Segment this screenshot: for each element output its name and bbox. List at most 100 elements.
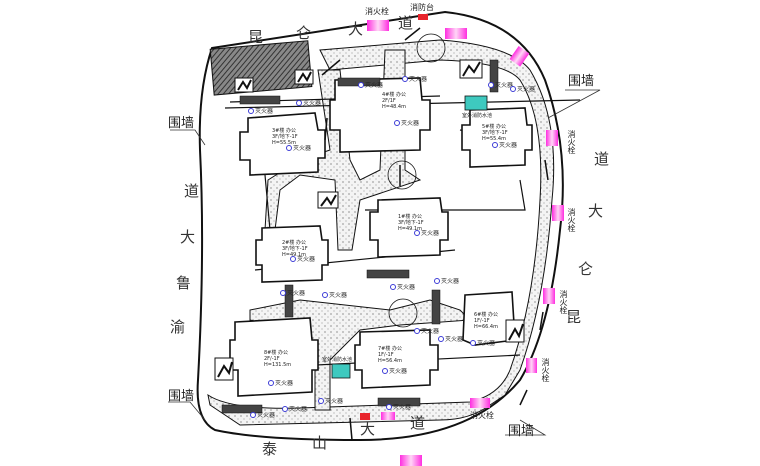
extinguisher-icon (414, 327, 420, 334)
road-south-char: 道 (410, 414, 426, 432)
fire-pool-north (464, 95, 488, 111)
extinguisher-marker: 灭火器 (268, 378, 293, 387)
fire-pool-label: 室外消防水池 (322, 357, 353, 363)
building-1-label: 1#楼 办公 3F/地下-1F H=49.1m (398, 214, 424, 232)
extinguisher-icon (290, 255, 296, 262)
extinguisher-icon (492, 141, 498, 148)
road-north-char: 仑 (296, 24, 312, 42)
extinguisher-icon (382, 367, 388, 374)
road-west-char: 道 (184, 182, 200, 200)
hydrant-8 (470, 398, 490, 408)
extinguisher-icon (402, 75, 408, 82)
extinguisher-icon (510, 85, 516, 92)
road-east-char: 大 (588, 202, 604, 220)
extinguisher-marker: 灭火器 (492, 140, 517, 149)
building-2 (255, 225, 329, 283)
building-1 (369, 197, 449, 258)
road-west-char: 渝 (170, 318, 186, 336)
wall-label: 围墙 (508, 424, 535, 439)
hydrant-label: 消火栓 (559, 290, 568, 314)
extinguisher-icon (268, 379, 274, 386)
extinguisher-icon (386, 403, 392, 410)
extinguisher-icon (250, 411, 256, 418)
road-east-char: 道 (594, 150, 610, 168)
extinguisher-icon (318, 397, 324, 404)
wall-label: 围墙 (168, 389, 195, 404)
building-3 (239, 112, 326, 176)
extinguisher-marker: 灭火器 (322, 290, 347, 299)
roundabout-north (416, 33, 446, 63)
extinguisher-marker: 灭火器 (470, 338, 495, 347)
extinguisher-marker: 灭火器 (382, 366, 407, 375)
extinguisher-marker: 灭火器 (434, 276, 459, 285)
building-5 (461, 107, 533, 168)
hatched-zone (209, 40, 313, 96)
hydrant-6 (543, 288, 555, 304)
building-5-label: 5#楼 办公 3F/地下-1F H=55.4m (482, 124, 508, 142)
buildings (229, 77, 533, 397)
road-south-char: 大 (360, 420, 376, 438)
building-8 (229, 317, 319, 397)
fire-pool-label: 室外消防水池 (462, 113, 493, 119)
extinguisher-marker: 灭火器 (318, 396, 343, 405)
extinguisher-marker: 灭火器 (282, 404, 307, 413)
road-south-char: 山 (312, 434, 328, 452)
building-8-label: 8#楼 办公 2F/-1F H=131.5m (264, 350, 292, 368)
extinguisher-icon (414, 229, 420, 236)
site-boundary (196, 10, 564, 442)
extinguisher-marker: 灭火器 (402, 74, 427, 83)
hydrant-4 (546, 130, 558, 146)
roundabout-south (388, 298, 418, 328)
building-7-label: 7#楼 办公 1F/-1F H=56.4m (378, 346, 402, 364)
road-north-char: 昆 (248, 28, 264, 46)
hydrant-label: 消火栓 (567, 208, 576, 232)
extinguisher-icon (434, 277, 440, 284)
hydrant-1 (367, 20, 389, 31)
fire-platform-label: 消防台 (410, 3, 434, 12)
hydrant-label: 消火栓 (567, 130, 576, 154)
road-east-char: 昆 (566, 308, 582, 326)
extinguisher-icon (438, 335, 444, 342)
fire-platform-north (418, 14, 428, 20)
extinguisher-marker: 灭火器 (390, 282, 415, 291)
extinguisher-marker: 灭火器 (414, 228, 439, 237)
hydrant-label: 消火栓 (541, 358, 550, 382)
extinguisher-marker: 灭火器 (488, 80, 513, 89)
wall-label: 围墙 (168, 116, 195, 131)
hydrant-label: 消火栓 (365, 7, 389, 16)
extinguisher-marker: 灭火器 (280, 288, 305, 297)
hydrants (367, 20, 564, 466)
building-7 (354, 329, 439, 389)
fire-platform-south (360, 413, 370, 420)
road-west-char: 大 (180, 228, 196, 246)
extinguisher-icon (394, 119, 400, 126)
extinguisher-icon (282, 405, 288, 412)
extinguisher-marker: 灭火器 (296, 98, 321, 107)
extinguisher-marker: 灭火器 (290, 254, 315, 263)
extinguisher-marker: 灭火器 (510, 84, 535, 93)
wall-label: 围墙 (568, 74, 595, 89)
road-north-char: 大 (348, 20, 364, 38)
hydrant-10 (400, 455, 422, 466)
road-east-char: 仑 (578, 260, 594, 278)
hydrant-5 (552, 205, 564, 221)
extinguisher-marker: 灭火器 (386, 402, 411, 411)
fire-pool-south (331, 363, 351, 379)
extinguisher-marker: 灭火器 (250, 410, 275, 419)
extinguisher-icon (280, 289, 286, 296)
extinguisher-marker: 灭火器 (394, 118, 419, 127)
hydrant-2 (445, 28, 467, 39)
extinguisher-icon (488, 81, 494, 88)
hydrant-3 (509, 46, 530, 67)
road-west-char: 鲁 (176, 274, 192, 292)
road-north-char: 道 (398, 14, 414, 32)
extinguisher-marker: 灭火器 (286, 143, 311, 152)
building-2-label: 2#楼 办公 3F/地下-1F H=49.1m (282, 240, 308, 258)
hydrant-9 (381, 412, 395, 420)
building-3-label: 3#楼 办公 3F/地下-1F H=55.5m (272, 128, 298, 146)
road-south-char: 泰 (262, 440, 278, 458)
building-6-label: 6#楼 办公 1F/-1F H=66.4m (474, 312, 498, 330)
building-4 (329, 77, 431, 153)
extinguisher-icon (248, 107, 254, 114)
